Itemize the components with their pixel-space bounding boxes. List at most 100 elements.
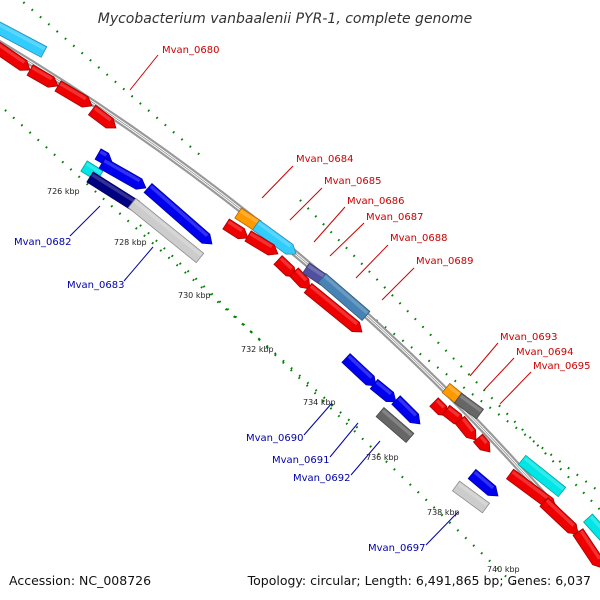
map-title: Mycobacterium vanbaalenii PYR-1, complet…: [98, 11, 473, 27]
forward-gene-labels: Mvan_0680 Mvan_0684 Mvan_0685 Mvan_0686 …: [162, 45, 590, 372]
gene-highlight: [149, 185, 209, 237]
tick-guide-line: [19, 0, 201, 156]
gene-highlight: [0, 22, 46, 51]
gene-label-mvan-0692[interactable]: Mvan_0692: [293, 473, 350, 484]
gene-block-cyan[interactable]: [517, 454, 567, 498]
gene-highlight: [579, 530, 600, 560]
label-leader-line: [313, 206, 346, 243]
gene-arrow-blue[interactable]: [391, 395, 424, 428]
gene-label-mvan-0680[interactable]: Mvan_0680: [162, 45, 219, 56]
gene-label-mvan-0685[interactable]: Mvan_0685: [324, 176, 381, 187]
label-leader-line: [261, 165, 294, 199]
gene-track: [0, 20, 600, 572]
gene-shape: [341, 353, 377, 387]
gene-highlight: [103, 159, 141, 183]
gene-shape: [143, 182, 213, 245]
gene-shape: [87, 104, 117, 129]
gene-arrow-red[interactable]: [222, 218, 251, 243]
gene-arrow-red[interactable]: [26, 64, 61, 91]
gene-highlight: [511, 470, 552, 502]
gene-arrow-red[interactable]: [572, 528, 600, 572]
gene-highlight: [295, 269, 308, 282]
label-leader-line: [350, 440, 381, 476]
gene-block-cyan[interactable]: [583, 513, 600, 543]
label-leader-line: [329, 222, 365, 257]
gene-shape: [583, 513, 600, 543]
gene-highlight: [0, 42, 26, 64]
gene-block-silver[interactable]: [127, 197, 205, 264]
gene-block-skyblue[interactable]: [0, 20, 48, 58]
gene-arrow-blue[interactable]: [341, 353, 380, 391]
gene-highlight: [257, 221, 292, 248]
reverse-gene-labels: Mvan_0682 Mvan_0683 Mvan_0690 Mvan_0691 …: [14, 237, 425, 554]
gene-arrow-blue[interactable]: [143, 182, 216, 248]
gene-highlight: [459, 394, 483, 413]
label-leader-line: [469, 342, 499, 377]
gene-shape: [472, 433, 491, 453]
gene-highlight: [381, 409, 413, 437]
gene-arrow-red[interactable]: [87, 104, 119, 133]
gene-highlight: [99, 150, 108, 157]
gene-label-mvan-0682[interactable]: Mvan_0682: [14, 237, 71, 248]
gene-label-mvan-0689[interactable]: Mvan_0689: [416, 256, 473, 267]
gene-arrow-red[interactable]: [539, 497, 582, 539]
gene-highlight: [133, 199, 203, 257]
label-leader-line: [129, 54, 159, 91]
gene-label-mvan-0690[interactable]: Mvan_0690: [246, 433, 303, 444]
gene-highlight: [457, 482, 489, 507]
gene-highlight: [523, 456, 565, 491]
label-leader-line: [69, 205, 101, 237]
label-leader-line: [123, 246, 154, 282]
gene-shape: [454, 415, 477, 441]
gene-arrow-red[interactable]: [289, 267, 315, 293]
tick-label: 734 kbp: [303, 398, 336, 407]
gene-shape: [539, 497, 579, 535]
gene-label-mvan-0686[interactable]: Mvan_0686: [347, 196, 404, 207]
gene-arrow-red[interactable]: [472, 433, 494, 456]
gene-shape: [303, 282, 363, 333]
label-leader-line: [329, 422, 359, 458]
gene-block-steelblue[interactable]: [317, 272, 371, 322]
gene-shape: [517, 454, 567, 498]
gene-highlight: [473, 470, 495, 490]
gene-block-gray[interactable]: [453, 392, 485, 420]
gene-highlight: [347, 355, 373, 379]
gene-label-mvan-0697[interactable]: Mvan_0697: [368, 543, 425, 554]
gene-label-mvan-0691[interactable]: Mvan_0691: [272, 455, 329, 466]
label-leader-line: [289, 187, 323, 221]
gene-shape: [251, 219, 297, 255]
gene-arrow-skyblue[interactable]: [251, 219, 299, 259]
gene-label-mvan-0687[interactable]: Mvan_0687: [366, 212, 423, 223]
gene-arrow-red[interactable]: [54, 80, 95, 111]
gene-shape: [369, 378, 397, 403]
gene-arrow-red[interactable]: [244, 230, 281, 259]
gene-arrow-blue[interactable]: [369, 378, 400, 406]
gene-label-mvan-0684[interactable]: Mvan_0684: [296, 154, 353, 165]
gene-label-mvan-0688[interactable]: Mvan_0688: [390, 233, 447, 244]
gene-label-mvan-0694[interactable]: Mvan_0694: [516, 347, 573, 358]
tick-label: 730 kbp: [178, 291, 211, 300]
gene-label-mvan-0683[interactable]: Mvan_0683: [67, 280, 124, 291]
gene-block-silver[interactable]: [451, 480, 491, 514]
gene-block-gray[interactable]: [375, 406, 415, 444]
gene-arrow-blue[interactable]: [98, 157, 149, 193]
gene-shape: [391, 395, 421, 425]
gene-label-mvan-0695[interactable]: Mvan_0695: [533, 361, 590, 372]
gene-highlight: [249, 232, 273, 249]
gene-highlight: [307, 264, 326, 279]
gene-shape: [317, 272, 371, 322]
tick-label: 732 kbp: [241, 345, 274, 354]
gene-arrow-blue[interactable]: [467, 468, 502, 500]
label-leader-line: [303, 402, 333, 436]
gene-shape: [451, 480, 491, 514]
topology-text: Topology: circular; Length: 6,491,865 bp…: [247, 573, 591, 588]
tick-labels: 726 kbp 728 kbp 730 kbp 732 kbp 734 kbp …: [47, 187, 520, 574]
gene-arrow-red[interactable]: [303, 282, 366, 336]
gene-arrow-red[interactable]: [0, 40, 33, 75]
gene-label-mvan-0693[interactable]: Mvan_0693: [500, 332, 557, 343]
tick-label: 736 kbp: [366, 453, 399, 462]
gene-arrow-red[interactable]: [454, 415, 480, 443]
gene-highlight: [85, 162, 102, 175]
gene-highlight: [31, 66, 53, 81]
